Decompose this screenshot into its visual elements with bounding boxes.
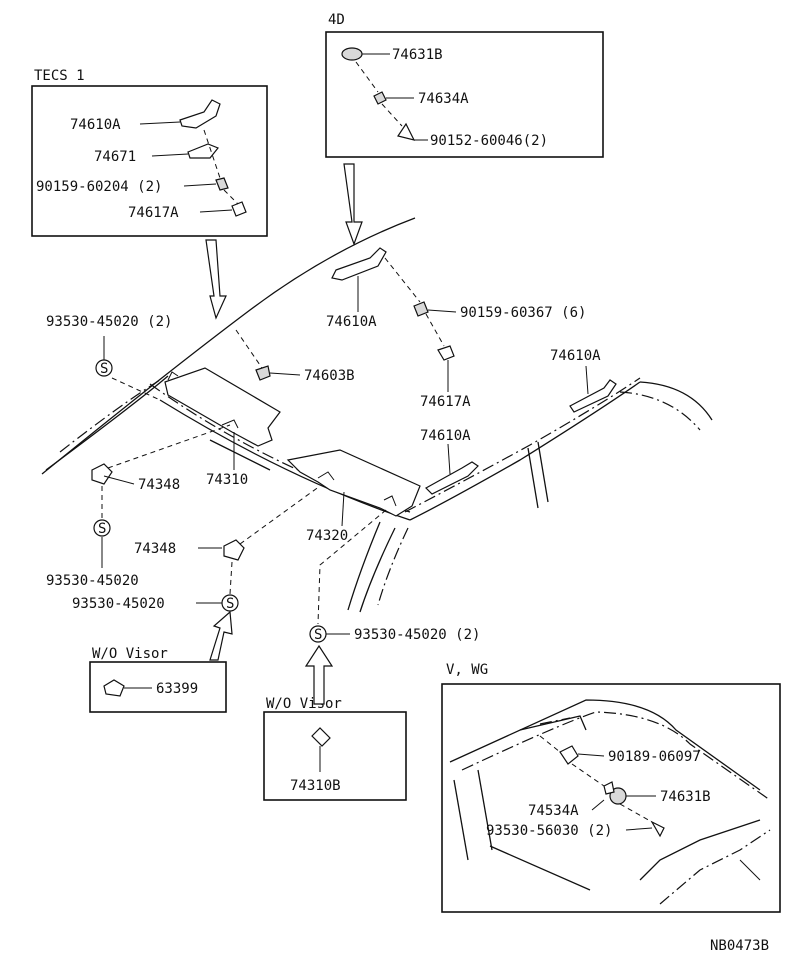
- label-74310B: 74310B: [290, 778, 341, 794]
- leader-lines: [101, 276, 589, 635]
- label-74348-left: 74348: [138, 477, 180, 493]
- v-wg-screw-93530-56030[interactable]: [650, 820, 665, 838]
- inset-4d: [325, 31, 604, 158]
- 4d-pointer-arrow: [343, 163, 363, 246]
- assist-grip-mid[interactable]: [425, 461, 479, 495]
- section-label-v-wg: V, WG: [446, 662, 488, 678]
- diagram-code: NB0473B: [710, 938, 769, 954]
- clip-90159-60367[interactable]: [413, 301, 429, 317]
- label-74634A: 74634A: [418, 91, 469, 107]
- label-74631B-4d: 74631B: [392, 47, 443, 63]
- wo-visor-center-arrow: [304, 644, 334, 705]
- label-74534A: 74534A: [528, 803, 579, 819]
- v-wg-assembly-line: [539, 735, 653, 823]
- label-74610A-center: 74610A: [326, 314, 377, 330]
- label-74610A-mid: 74610A: [420, 428, 471, 444]
- section-label-wo-visor-left: W/O Visor: [92, 646, 168, 662]
- label-93530-45020-center: 93530-45020: [72, 596, 165, 612]
- label-74617A-tecs: 74617A: [128, 205, 179, 221]
- holder-63399[interactable]: [103, 679, 125, 697]
- v-wg-clip-74534A[interactable]: [603, 781, 615, 795]
- tecs-pointer-arrow: [205, 239, 227, 320]
- inset-wo-visor-center: [263, 711, 407, 801]
- cover-74617A[interactable]: [437, 345, 455, 361]
- clip-symbol-left-top: S: [95, 359, 113, 377]
- label-93530-56030: 93530-56030 (2): [486, 823, 612, 839]
- label-74310: 74310: [206, 472, 248, 488]
- section-label-wo-visor-center: W/O Visor: [266, 696, 342, 712]
- label-63399: 63399: [156, 681, 198, 697]
- label-74348-center: 74348: [134, 541, 176, 557]
- svg-text:S: S: [98, 521, 106, 537]
- sun-visor-right[interactable]: [286, 449, 421, 517]
- tecs-cover-74617A[interactable]: [231, 201, 247, 217]
- tecs-assembly-line: [203, 129, 239, 205]
- label-74320: 74320: [306, 528, 348, 544]
- sun-visor-left[interactable]: [164, 367, 281, 447]
- inset-tecs: [31, 85, 268, 237]
- label-74610A-tecs: 74610A: [70, 117, 121, 133]
- holder-74310B[interactable]: [311, 727, 331, 747]
- holder-74348-center[interactable]: [223, 539, 245, 561]
- tecs-grip-74610A[interactable]: [179, 99, 221, 129]
- label-90152-60046: 90152-60046(2): [430, 133, 548, 149]
- 4d-nut-74634A[interactable]: [373, 91, 387, 105]
- label-90159-60204: 90159-60204 (2): [36, 179, 162, 195]
- clip-symbol-left-bottom: S: [93, 519, 111, 537]
- tecs-screw-90159-60204[interactable]: [215, 177, 229, 191]
- label-74671: 74671: [94, 149, 136, 165]
- label-93530-45020-2-center: 93530-45020 (2): [354, 627, 480, 643]
- assist-grip-center[interactable]: [331, 247, 387, 281]
- svg-text:S: S: [100, 361, 108, 377]
- roof-outline: [41, 217, 713, 613]
- 4d-assembly-line: [355, 61, 403, 127]
- v-wg-roof-lines: [449, 699, 771, 905]
- v-wg-bracket-90189-06097[interactable]: [559, 745, 579, 765]
- label-74617A-center: 74617A: [420, 394, 471, 410]
- holder-74348-left[interactable]: [91, 463, 113, 485]
- wo-visor-left-arrow: [209, 610, 233, 661]
- assist-grip-right[interactable]: [569, 379, 617, 413]
- clip-symbol-center: S: [221, 594, 239, 612]
- section-label-tecs: TECS 1: [34, 68, 85, 84]
- svg-text:S: S: [314, 627, 322, 643]
- 4d-screw-90152-60046[interactable]: [397, 122, 416, 141]
- assembly-lines: [101, 257, 445, 625]
- label-90189-06097: 90189-06097: [608, 749, 701, 765]
- holder-74603B[interactable]: [255, 365, 271, 381]
- tecs-base-74671[interactable]: [187, 143, 219, 159]
- svg-text:S: S: [226, 596, 234, 612]
- label-74610A-right: 74610A: [550, 348, 601, 364]
- label-74603B: 74603B: [304, 368, 355, 384]
- section-label-4d: 4D: [328, 12, 345, 28]
- label-93530-45020-left: 93530-45020: [46, 573, 139, 589]
- 4d-cap-74631B[interactable]: [341, 47, 363, 61]
- clip-symbol-right: S: [309, 625, 327, 643]
- label-74631B-vwg: 74631B: [660, 789, 711, 805]
- label-90159-60367: 90159-60367 (6): [460, 305, 586, 321]
- label-93530-45020-2-left: 93530-45020 (2): [46, 314, 172, 330]
